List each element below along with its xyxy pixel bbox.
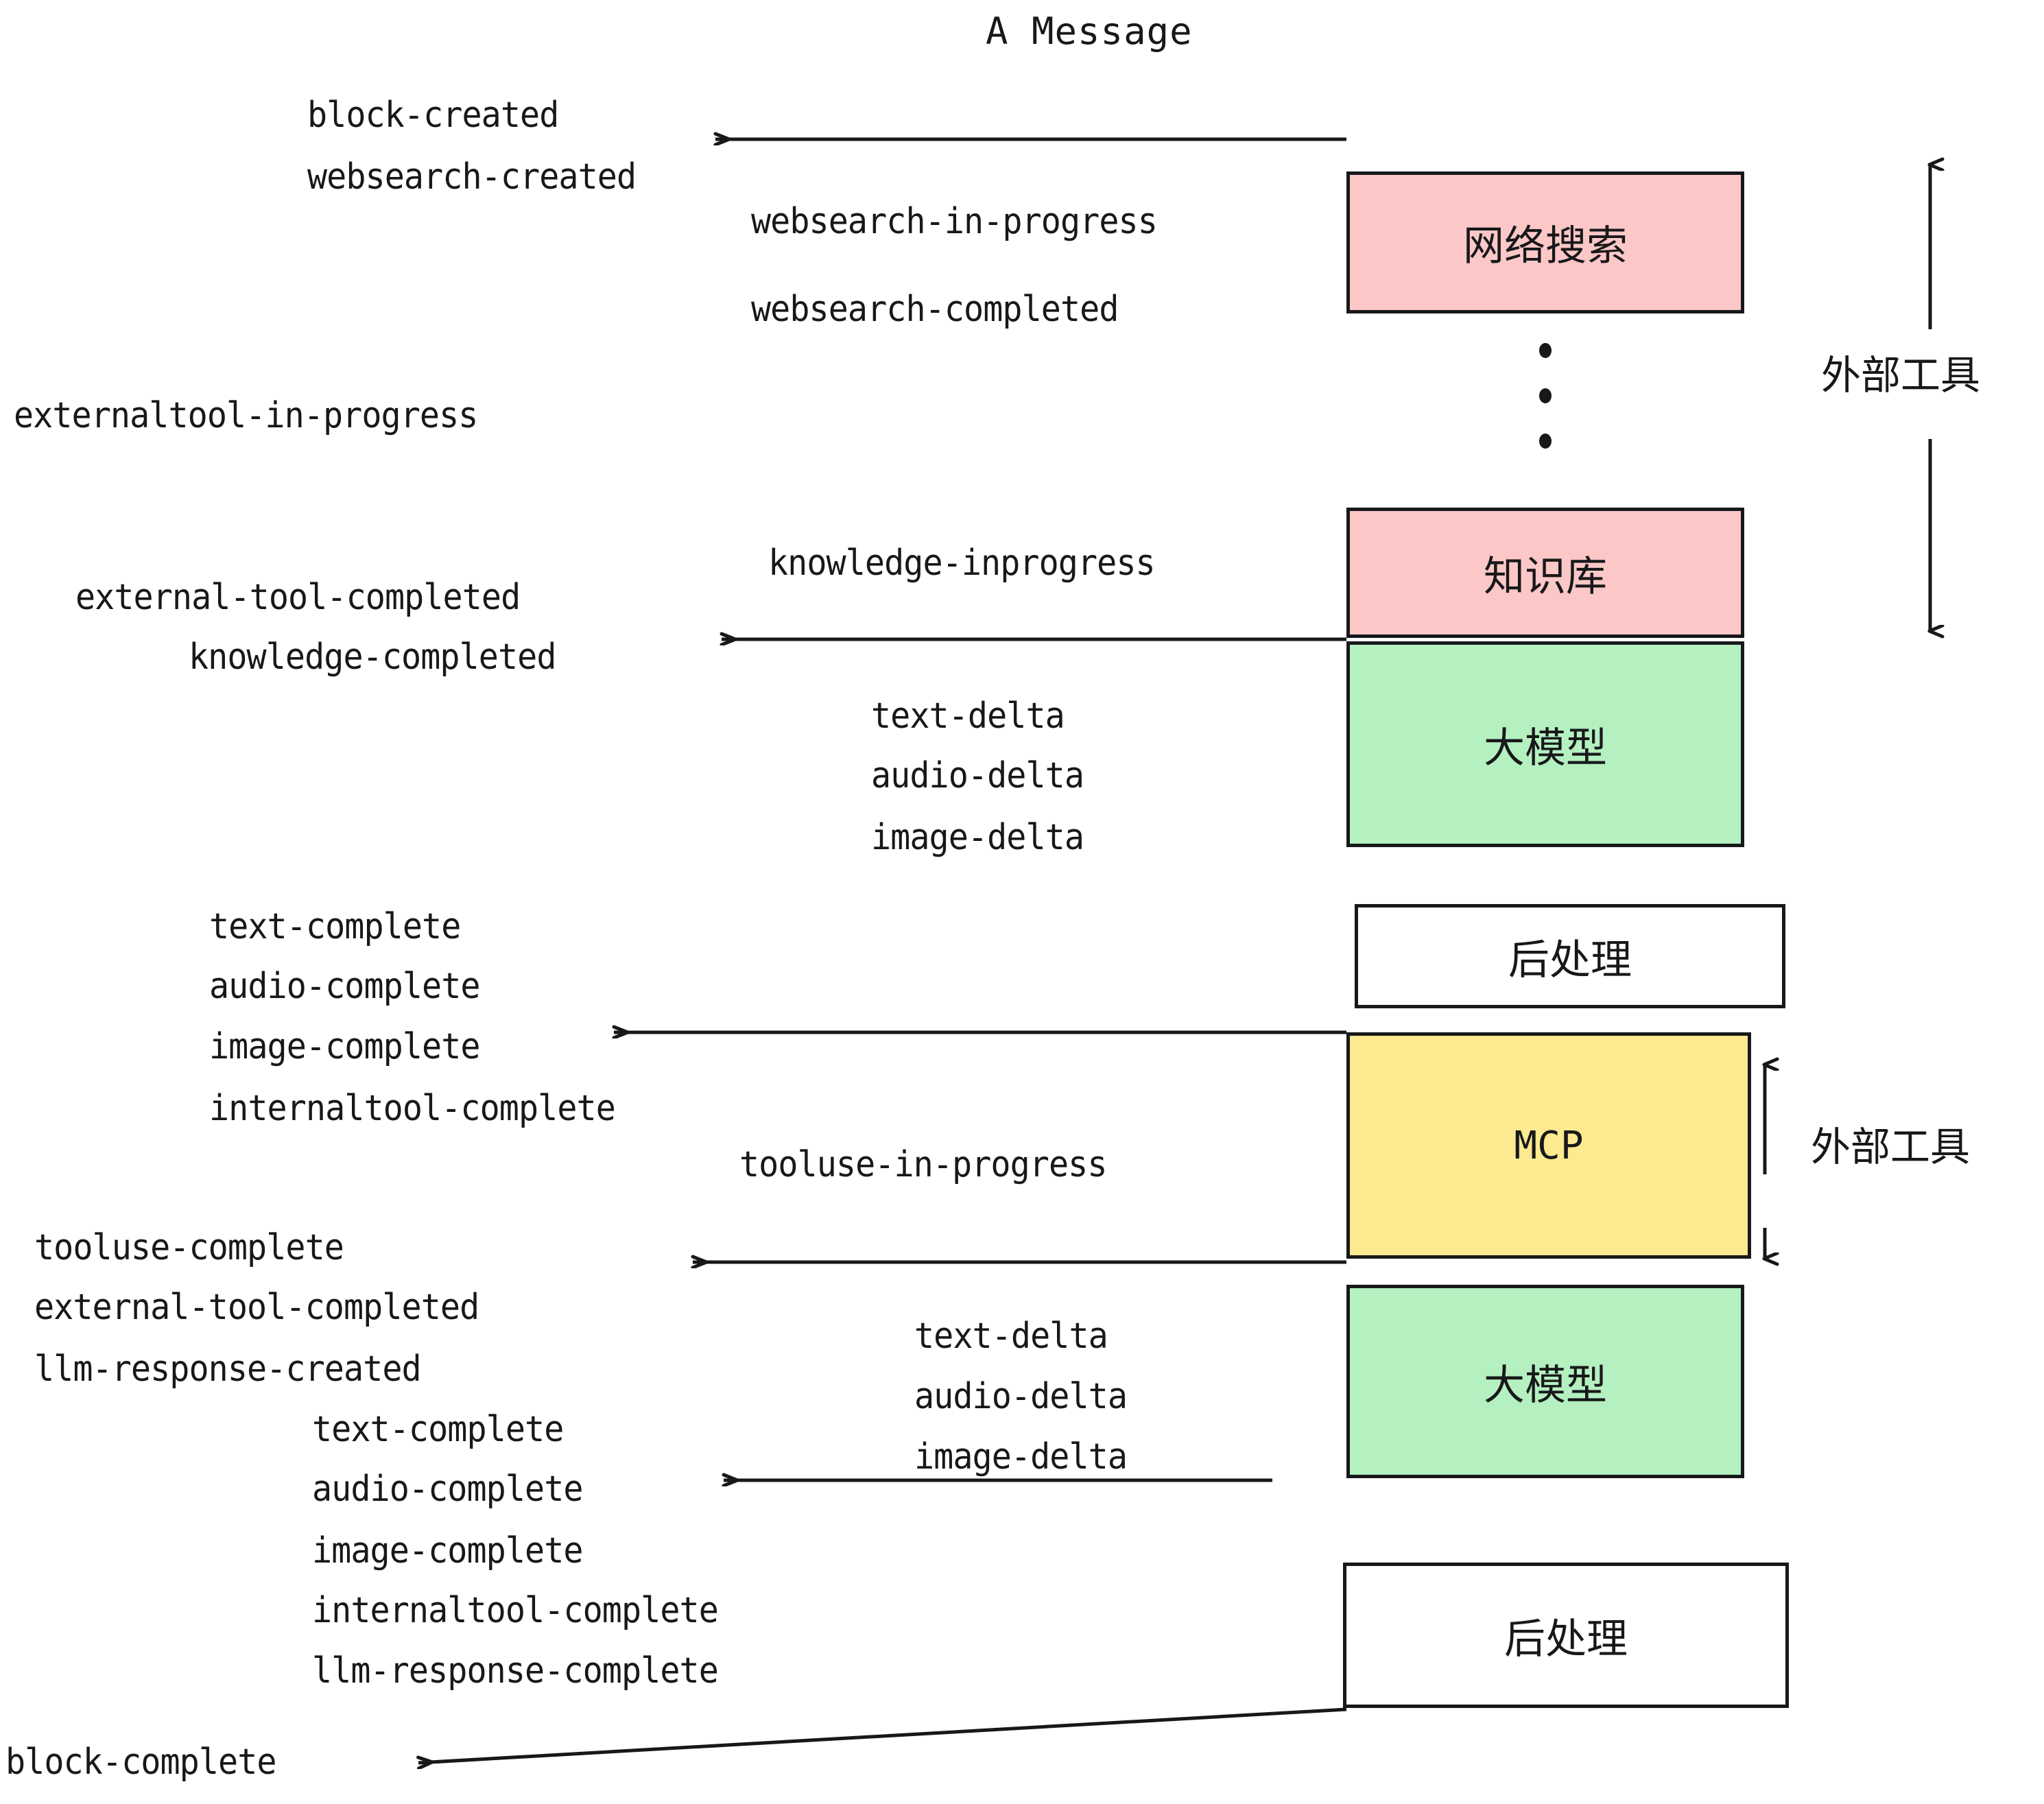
event-label-websearch-completed: websearch-completed [751, 289, 1119, 330]
event-label-internaltool-complete-2: internaltool-complete [312, 1590, 719, 1631]
page-title: A Message [986, 10, 1193, 53]
dot-1 [1539, 343, 1552, 358]
event-label-image-complete-2: image-complete [312, 1530, 584, 1571]
event-label-audio-delta-2: audio-delta [914, 1376, 1128, 1417]
event-label-text-delta-1: text-delta [871, 696, 1065, 737]
box-websearch[interactable]: 网络搜索 [1346, 171, 1744, 313]
box-postprocess-2-label: 后处理 [1504, 1615, 1628, 1663]
event-label-websearch-created: websearch-created [307, 156, 637, 198]
box-mcp-label: MCP [1514, 1123, 1584, 1168]
event-label-block-complete: block-complete [5, 1742, 277, 1783]
event-label-external-tool-completed-1: external-tool-completed [75, 577, 521, 618]
event-label-tooluse-complete: tooluse-complete [34, 1227, 344, 1268]
box-llm-2-label: 大模型 [1484, 1361, 1607, 1410]
event-label-llm-response-complete: llm-response-complete [312, 1650, 719, 1692]
box-websearch-label: 网络搜索 [1463, 222, 1628, 270]
arrow-block-complete [418, 1707, 1347, 1763]
box-postprocess-2[interactable]: 后处理 [1343, 1563, 1789, 1708]
event-label-block-created: block-created [307, 95, 559, 136]
event-label-tooluse-in-progress: tooluse-in-progress [739, 1144, 1107, 1185]
box-knowledge-label: 知识库 [1484, 552, 1607, 601]
event-label-llm-response-created: llm-response-created [34, 1349, 422, 1390]
event-label-text-complete-1: text-complete [209, 906, 461, 947]
event-label-image-delta-1: image-delta [871, 817, 1084, 858]
box-llm-2[interactable]: 大模型 [1346, 1285, 1744, 1478]
event-label-image-complete-1: image-complete [209, 1026, 481, 1067]
event-label-knowledge-inprogress: knowledge-inprogress [768, 543, 1156, 584]
event-label-image-delta-2: image-delta [914, 1436, 1128, 1477]
event-label-internaltool-complete-1: internaltool-complete [209, 1088, 616, 1129]
side-label-external-tools-top: 外部工具 [1821, 352, 1981, 399]
box-postprocess-1[interactable]: 后处理 [1355, 904, 1785, 1008]
box-llm-1[interactable]: 大模型 [1346, 641, 1744, 847]
event-label-text-delta-2: text-delta [914, 1316, 1108, 1357]
dot-3 [1539, 434, 1552, 449]
event-label-externaltool-in-progress: externaltool-in-progress [14, 395, 478, 436]
event-label-knowledge-completed: knowledge-completed [189, 637, 556, 678]
box-knowledge[interactable]: 知识库 [1346, 508, 1744, 638]
box-llm-1-label: 大模型 [1484, 724, 1607, 772]
event-label-audio-complete-1: audio-complete [209, 966, 481, 1007]
side-label-external-tools-bottom: 外部工具 [1811, 1124, 1971, 1170]
event-label-audio-delta-1: audio-delta [871, 755, 1084, 796]
box-postprocess-1-label: 后处理 [1508, 936, 1632, 984]
ellipsis-dots [1539, 343, 1552, 479]
event-label-websearch-in-progress: websearch-in-progress [751, 201, 1158, 242]
dot-2 [1539, 388, 1552, 403]
event-label-audio-complete-2: audio-complete [312, 1469, 584, 1510]
event-label-external-tool-completed-2: external-tool-completed [34, 1287, 479, 1328]
event-label-text-complete-2: text-complete [312, 1409, 564, 1450]
box-mcp[interactable]: MCP [1346, 1032, 1751, 1259]
